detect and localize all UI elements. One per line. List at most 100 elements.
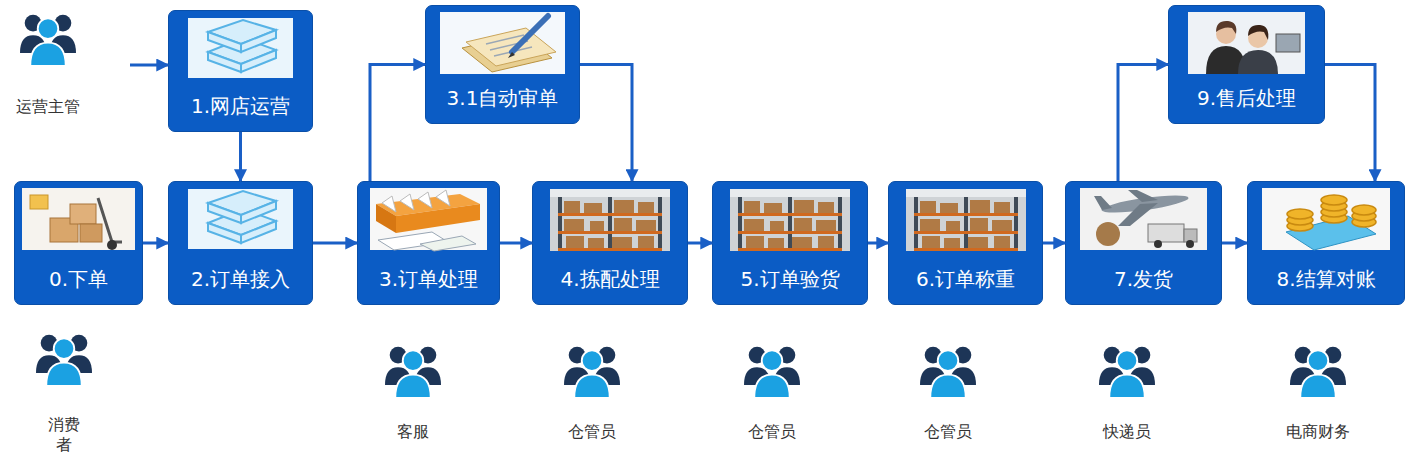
people-icon — [564, 347, 620, 398]
person-head — [1216, 24, 1236, 44]
paper-stack — [462, 34, 552, 72]
picture-panel — [370, 188, 487, 250]
people-icon — [744, 347, 800, 398]
picture-panel — [440, 12, 565, 74]
flow-arrow — [868, 242, 888, 245]
step-label: 3.订单处理 — [379, 267, 478, 291]
role-figure: 消费者 — [24, 328, 104, 458]
file-tabs — [382, 190, 450, 212]
flow-arrow — [500, 242, 532, 245]
coin-stack — [1287, 195, 1376, 231]
parcel-box — [80, 224, 102, 242]
coins-picture — [1262, 188, 1390, 250]
warehouse-picture — [550, 189, 670, 251]
warehouse-picture — [906, 189, 1026, 251]
step-label: 5.订单验货 — [740, 267, 839, 291]
tray-picture — [188, 18, 293, 78]
step-label: 2.订单接入 — [191, 267, 290, 291]
step-label: 6.订单称重 — [916, 267, 1015, 291]
truck-wheel — [1154, 240, 1162, 248]
people-icon — [385, 347, 441, 398]
review-picture — [440, 12, 565, 74]
flow-arrow — [370, 65, 425, 182]
person-head — [1248, 28, 1268, 48]
flow-arrow — [688, 242, 712, 245]
step-label: 4.拣配处理 — [560, 267, 659, 291]
parcel-box — [70, 204, 96, 224]
flow-arrow — [1325, 65, 1375, 182]
people-icon — [20, 15, 76, 66]
person-hair — [1216, 21, 1236, 34]
process-box: 9.售后处理 — [1168, 5, 1325, 124]
monitor — [1276, 34, 1300, 52]
step-label: 8.结算对账 — [1276, 267, 1375, 291]
role-figure: 电商财务 — [1278, 338, 1358, 445]
truck-wheel — [1186, 240, 1194, 248]
role-label: 快递员 — [1103, 422, 1151, 442]
truck-cab — [1184, 229, 1197, 242]
picture-panel — [1080, 188, 1207, 250]
paper-sheet — [420, 236, 476, 251]
step-label: 9.售后处理 — [1197, 86, 1296, 110]
people-icon — [1290, 347, 1346, 398]
truck-cargo — [1148, 224, 1184, 242]
role-label: 仓管员 — [568, 422, 616, 442]
flow-arrow — [1118, 65, 1168, 182]
service-picture — [1188, 12, 1305, 74]
role-figure: 运营主管 — [8, 8, 88, 120]
process-box: 3.订单处理 — [357, 181, 500, 305]
flow-arrow — [313, 242, 357, 245]
flow-arrow — [143, 242, 168, 245]
role-label: 仓管员 — [924, 422, 972, 442]
role-label: 消费者 — [47, 415, 81, 455]
picture-panel — [22, 188, 135, 250]
parcel-box — [50, 218, 78, 242]
picture-panel — [1188, 12, 1305, 74]
process-box: 1.网店运营 — [168, 10, 313, 132]
flow-arrow — [239, 132, 242, 181]
person-hair — [1248, 25, 1268, 40]
people-icon — [36, 335, 92, 386]
process-box: 0.下单 — [14, 181, 143, 305]
hand-truck — [98, 198, 122, 242]
process-box: 3.1自动审单 — [425, 5, 580, 124]
paper-sheet — [466, 28, 556, 66]
person-body — [1238, 50, 1278, 74]
process-box: 4.拣配处理 — [532, 181, 688, 305]
role-figure: 仓管员 — [908, 338, 988, 445]
order-picture — [22, 188, 135, 250]
process-box: 7.发货 — [1065, 181, 1222, 305]
paper-sheet — [30, 195, 48, 209]
process-box: 2.订单接入 — [168, 181, 313, 305]
picture-panel — [1262, 188, 1390, 250]
text-lines — [486, 35, 532, 56]
plane-wing — [1094, 190, 1158, 226]
flow-arrow — [1222, 242, 1247, 245]
bank-card — [1286, 216, 1376, 250]
file-box-picture — [370, 188, 487, 251]
globe — [1096, 222, 1120, 246]
role-figure: 仓管员 — [732, 338, 812, 445]
step-label: 0.下单 — [49, 267, 108, 291]
plane-body — [1101, 192, 1190, 216]
process-box: 5.订单验货 — [712, 181, 868, 305]
person-body — [1206, 46, 1246, 74]
process-box: 8.结算对账 — [1247, 181, 1405, 305]
role-label: 仓管员 — [748, 422, 796, 442]
step-label: 3.1自动审单 — [447, 86, 559, 110]
box-side — [376, 204, 396, 233]
pen — [512, 16, 548, 52]
flow-arrow — [580, 65, 632, 182]
tray-picture — [188, 189, 293, 249]
role-figure: 快递员 — [1087, 338, 1167, 445]
step-label: 1.网店运营 — [191, 94, 290, 118]
truck-wheel — [107, 240, 117, 250]
role-label: 电商财务 — [1286, 422, 1350, 442]
warehouse-picture — [730, 189, 850, 251]
flow-arrow — [1043, 242, 1065, 245]
flow-arrow — [130, 64, 168, 67]
pen-tip — [508, 52, 515, 58]
process-box: 6.订单称重 — [888, 181, 1043, 305]
